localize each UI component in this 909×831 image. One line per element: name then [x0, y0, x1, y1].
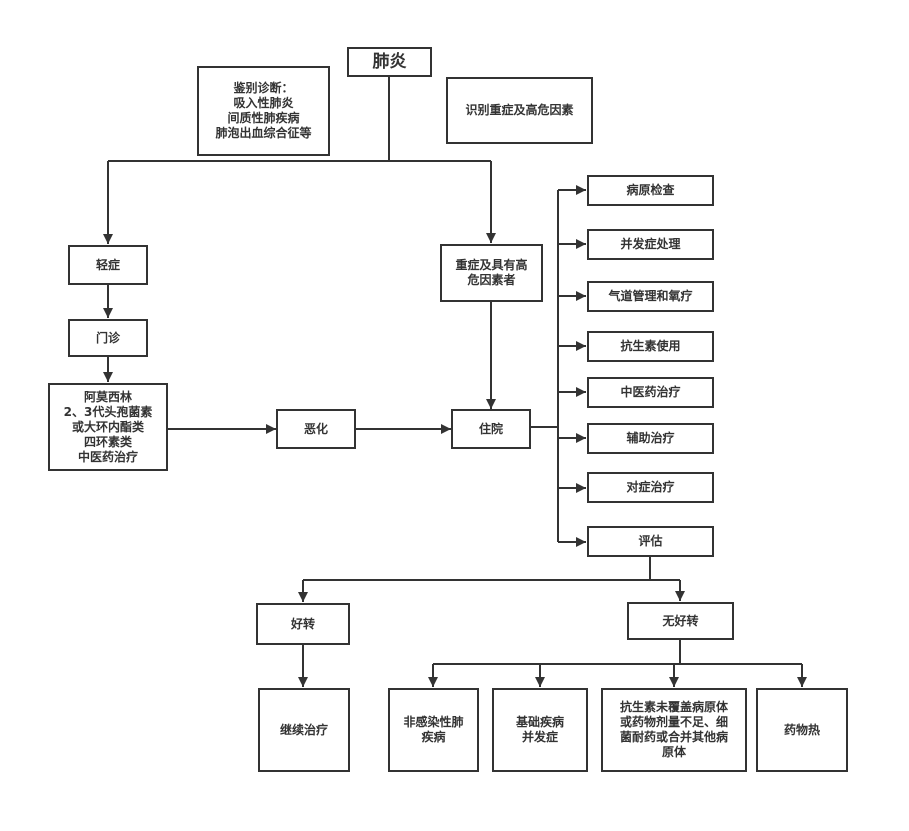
- node-severe: 重症及具有高 危因素者: [440, 244, 543, 302]
- node-airway-oxygen: 气道管理和氧疗: [587, 281, 714, 312]
- node-outpatient: 门诊: [68, 319, 148, 357]
- node-pneumonia: 肺炎: [347, 47, 432, 77]
- node-continue-treatment: 继续治疗: [258, 688, 350, 772]
- node-antibiotics: 抗生素使用: [587, 331, 714, 362]
- node-adjuvant: 辅助治疗: [587, 423, 714, 454]
- node-antibiotic-failure: 抗生素未覆盖病原体 或药物剂量不足、细 菌耐药或合并其他病 原体: [601, 688, 747, 772]
- node-evaluation: 评估: [587, 526, 714, 557]
- node-noninfectious: 非感染性肺 疾病: [388, 688, 479, 772]
- node-mild: 轻症: [68, 245, 148, 285]
- node-drugs: 阿莫西林 2、3代头孢菌素 或大环内酯类 四环素类 中医药治疗: [48, 383, 168, 471]
- node-differential-diagnosis: 鉴别诊断： 吸入性肺炎 间质性肺疾病 肺泡出血综合征等: [197, 66, 330, 156]
- node-pathogen-test: 病原检查: [587, 175, 714, 206]
- connector-hospital-bus: [531, 190, 559, 542]
- node-complications: 并发症处理: [587, 229, 714, 260]
- connector-root-split: [108, 76, 491, 162]
- node-underlying-disease: 基础疾病 并发症: [492, 688, 588, 772]
- node-worsen: 恶化: [276, 409, 356, 449]
- node-improved: 好转: [256, 603, 350, 645]
- connector-cause-split: [433, 639, 802, 665]
- node-drug-fever: 药物热: [756, 688, 848, 772]
- node-symptomatic: 对症治疗: [587, 472, 714, 503]
- node-identify-severe: 识别重症及高危因素: [446, 77, 593, 144]
- connector-eval-split: [303, 556, 680, 581]
- node-hospital: 住院: [451, 409, 531, 449]
- node-not-improved: 无好转: [627, 602, 734, 640]
- node-tcm: 中医药治疗: [587, 377, 714, 408]
